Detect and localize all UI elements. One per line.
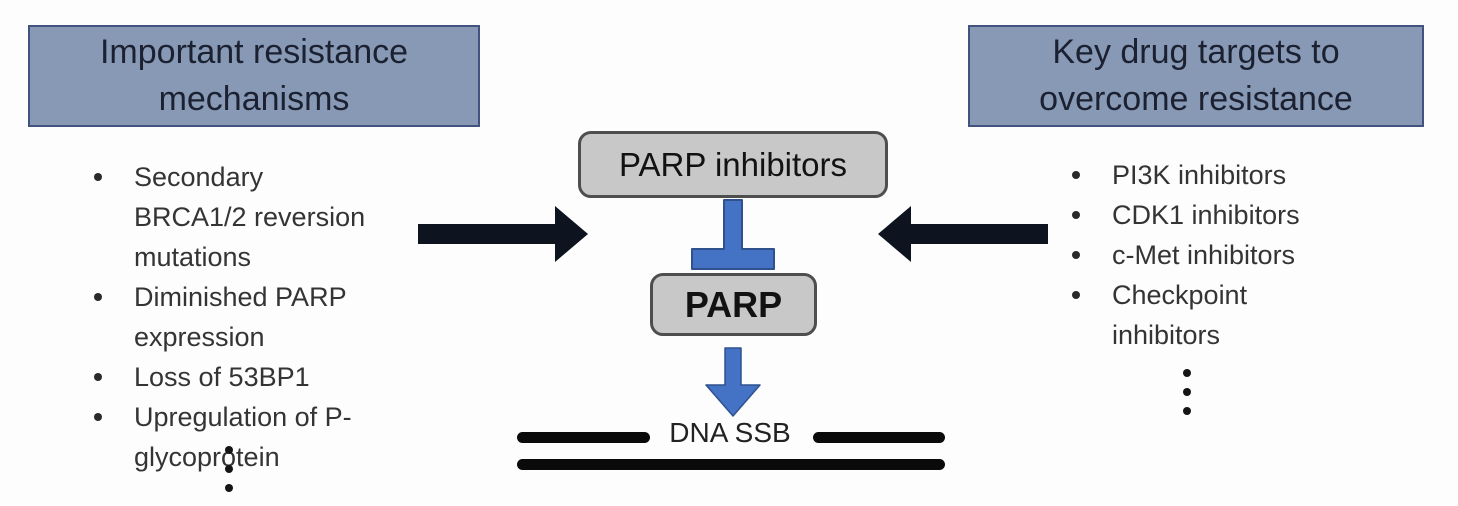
list-item: Secondary BRCA1/2 reversion mutations [88,157,380,277]
parp-inhibitors-label: PARP inhibitors [618,145,848,183]
ellipsis-vertical-icon [225,446,233,492]
header-line: mechanisms [158,80,350,118]
header-line: Key drug targets to [1052,33,1340,71]
arrow-right-icon [418,206,588,262]
drug-targets-list: PI3K inhibitors CDK1 inhibitors c-Met in… [1066,155,1332,355]
header-line: Important resistance [99,33,409,71]
parp-inhibitors-box: PARP inhibitors [578,131,888,198]
drug-targets-header: Key drug targets to overcome resistance [968,25,1424,127]
list-item: CDK1 inhibitors [1066,195,1332,235]
list-item: Loss of 53BP1 [88,357,380,397]
list-item: Checkpoint inhibitors [1066,275,1332,355]
parp-box: PARP [650,273,817,336]
dna-ssb-label: DNA SSB [669,417,791,448]
resistance-mechanisms-header: Important resistance mechanisms [28,25,480,127]
parp-label: PARP [684,283,783,325]
list-item: PI3K inhibitors [1066,155,1332,195]
dna-strand-segment [813,432,945,443]
resistance-mechanisms-list: Secondary BRCA1/2 reversion mutations Di… [88,157,380,477]
dna-strand [517,459,945,470]
list-item: Upregulation of P-glycoprotein [88,397,380,477]
inhibition-tbar-icon [691,199,775,270]
ellipsis-vertical-icon [1183,369,1191,415]
header-line: overcome resistance [1039,80,1353,118]
list-item: Diminished PARP expression [88,277,380,357]
arrow-down-icon [705,347,761,417]
list-item: c-Met inhibitors [1066,235,1332,275]
dna-strand-segment [517,432,650,443]
arrow-left-icon [878,206,1048,262]
